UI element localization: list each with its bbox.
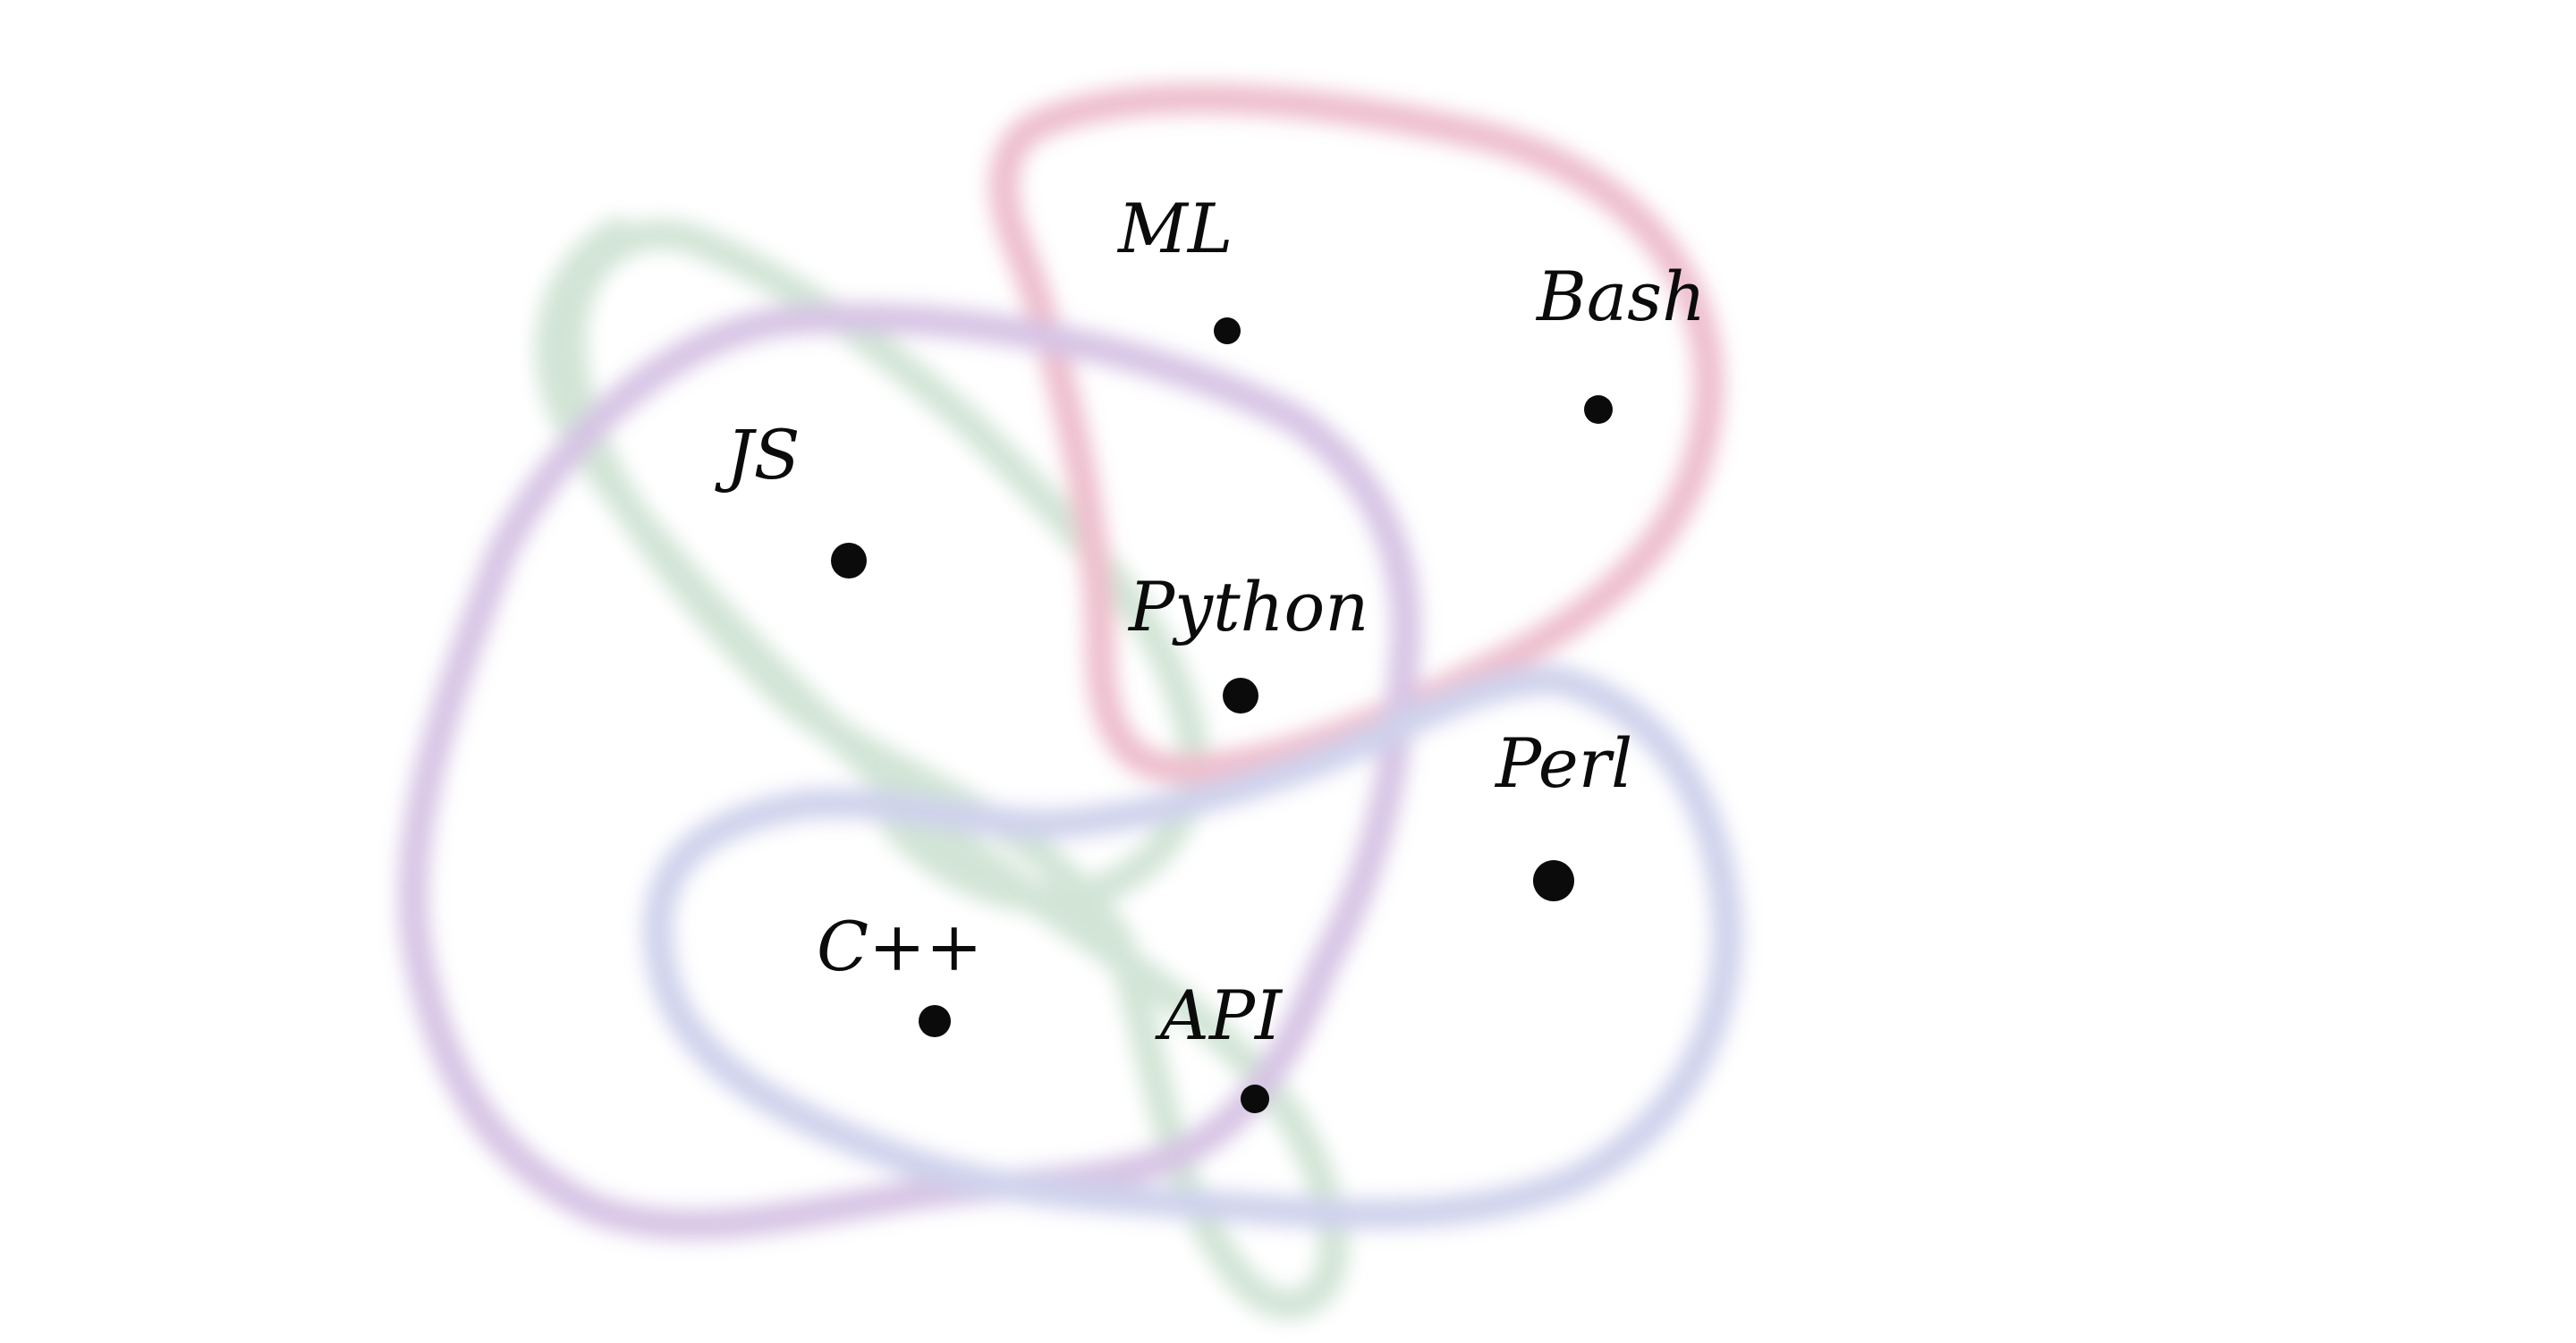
node-label-bash: Bash	[1535, 257, 1706, 336]
blue-group-outline	[642, 664, 1742, 1230]
node-bash: Bash	[1535, 257, 1706, 424]
node-dot-cpp	[919, 1005, 951, 1037]
group-outlines	[398, 83, 1742, 1321]
node-label-perl: Perl	[1494, 723, 1632, 803]
nodes: ML Bash JS Python Perl C++	[715, 189, 1706, 1113]
node-perl: Perl	[1494, 723, 1632, 901]
node-label-js: JS	[715, 415, 801, 494]
node-label-cpp: C++	[817, 907, 983, 986]
green-group-outline	[535, 217, 1349, 1321]
pink-group-outline	[988, 83, 1724, 784]
node-dot-perl	[1533, 860, 1574, 901]
node-dot-api	[1241, 1085, 1269, 1113]
node-dot-ml	[1214, 317, 1241, 344]
node-label-api: API	[1155, 976, 1284, 1055]
node-dot-bash	[1584, 395, 1613, 424]
node-ml: ML	[1116, 189, 1241, 344]
node-label-ml: ML	[1116, 189, 1233, 268]
node-js: JS	[715, 415, 867, 579]
node-cpp: C++	[817, 907, 983, 1037]
node-label-python: Python	[1127, 567, 1368, 646]
node-dot-js	[831, 543, 867, 579]
node-dot-python	[1223, 678, 1258, 714]
node-python: Python	[1127, 567, 1368, 714]
node-api: API	[1155, 976, 1284, 1113]
